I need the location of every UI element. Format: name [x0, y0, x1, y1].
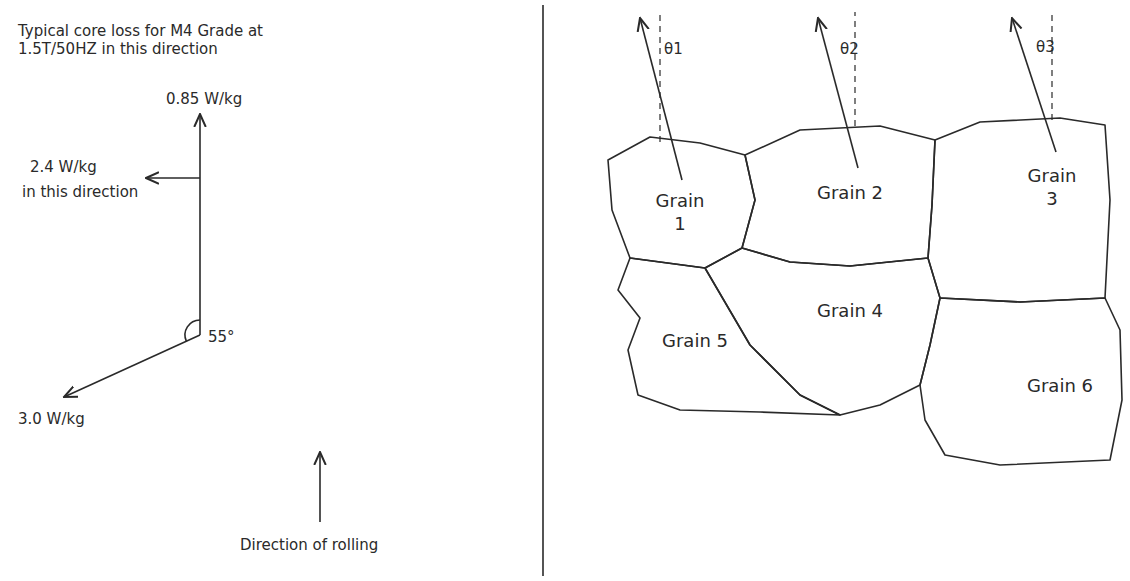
angled-arrow [64, 335, 200, 397]
grain-boundary [920, 298, 1122, 465]
reference-line [854, 12, 855, 126]
grain-boundary [705, 248, 940, 415]
grain-label: Grain 1 [656, 190, 705, 234]
reference-line [659, 12, 660, 142]
grain-outline [650, 330, 651, 331]
easy-axis-arrow [640, 18, 682, 180]
annotation-label: 0.85 W/kg [166, 90, 242, 108]
annotation-label: θ1 [664, 40, 683, 58]
grain-region: Grain 3 [1022, 165, 1082, 210]
rolling-direction-arrow [199, 114, 201, 335]
grain-region: Grain 1 [650, 190, 710, 235]
annotation-label: Direction of rolling [240, 536, 378, 554]
grain-label: Grain 5 [662, 330, 728, 351]
grain-outline [650, 190, 651, 191]
angle-arc [185, 320, 200, 341]
grain-label: Grain 2 [817, 182, 883, 203]
transverse-arrow [146, 177, 200, 179]
annotation-label: θ3 [1036, 38, 1055, 56]
grain-outline [1022, 165, 1023, 166]
grain-boundary [608, 137, 755, 268]
rolling-arrow [319, 452, 321, 522]
grain-boundary [618, 258, 840, 415]
grain-region: Grain 4 [800, 300, 900, 323]
annotation-label: 3.0 W/kg [18, 410, 85, 428]
grain-label: Grain 4 [817, 300, 883, 321]
easy-axis-arrow [818, 18, 858, 168]
grain-boundary [742, 126, 935, 266]
grain-outline [805, 182, 806, 183]
grain-region: Grain 6 [1010, 375, 1110, 398]
divider-line [542, 5, 544, 576]
grain-label: Grain 3 [1028, 165, 1077, 209]
annotation-label: Typical core loss for M4 Grade at 1.5T/5… [18, 22, 308, 58]
annotation-label: 2.4 W/kg [30, 158, 97, 176]
grain-outline [800, 300, 801, 301]
grain-boundary [928, 118, 1110, 302]
easy-axis-arrow [1012, 18, 1056, 152]
annotation-label: θ2 [840, 40, 859, 58]
annotation-label: 55° [208, 328, 235, 346]
grain-region: Grain 5 [650, 330, 740, 353]
reference-line [1051, 12, 1052, 120]
annotation-label: in this direction [22, 183, 138, 201]
grain-outline [1010, 375, 1011, 376]
grain-region: Grain 2 [805, 182, 895, 205]
grain-label: Grain 6 [1027, 375, 1093, 396]
